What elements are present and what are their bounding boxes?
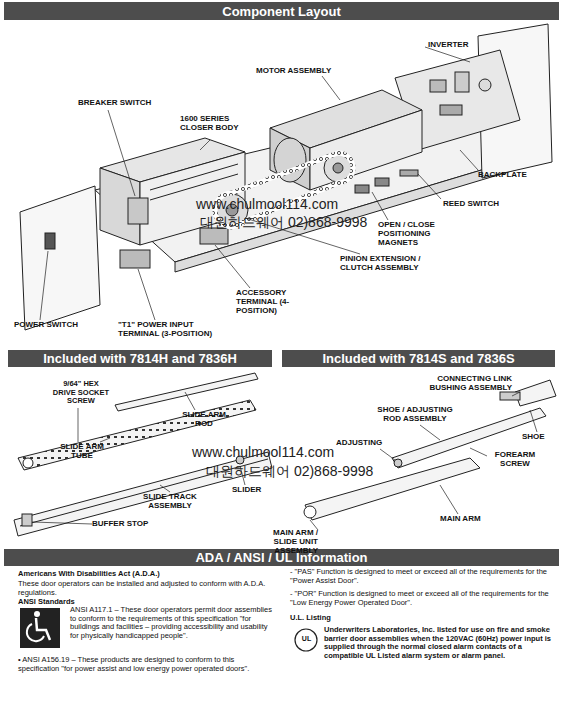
part-label: BREAKER SWITCH [78,98,158,107]
body-text: - "POR" Function is designed to meet or … [290,590,552,607]
body-text: Underwriters Laboratories, Inc. listed f… [324,626,556,661]
part-label: SLIDE TRACK ASSEMBLY [140,492,200,510]
part-label: 1600 SERIES CLOSER BODY [180,114,252,132]
section-header-band: Component Layout [4,2,559,20]
part-label: SLIDE ARM TUBE [60,442,104,460]
part-label: SLIDER [232,485,282,494]
part-label: REED SWITCH [443,199,513,208]
watermark: www.chulmool114.com [192,444,334,460]
part-label: FOREARM SCREW [487,450,543,468]
part-label: SHOE [522,432,558,441]
section-title: Included with 7814H and 7836H [43,351,237,366]
ul-logo [295,629,317,651]
body-text: - "PAS" Function is designed to meet or … [290,568,552,585]
logo-text: UL [299,635,314,643]
part-label: SHOE / ADJUSTING ROD ASSEMBLY [372,405,458,423]
part-label: POWER SWITCH [14,320,94,329]
section-title: Component Layout [222,4,340,19]
section-header-band: Included with 7814S and 7836S [282,350,555,367]
watermark: 대원하드웨어 02)868-9998 [200,214,367,230]
part-label: MAIN ARM [440,514,500,523]
watermark: 대원하드웨어 02)868-9998 [206,463,373,479]
part-label: SLIDE ARM ROD [176,410,232,428]
body-text: These door operators can be installed an… [18,580,276,597]
part-label: 9/64" HEX DRIVE SOCKET SCREW [52,380,110,406]
part-label: "T1" POWER INPUT TERMINAL (3-POSITION) [118,320,226,338]
part-label: CONNECTING LINK BUSHING ASSEMBLY [400,374,512,392]
part-label: MOTOR ASSEMBLY [256,66,336,75]
body-text: U.L. Listing [290,614,410,623]
part-label: PINION EXTENSION / CLUTCH ASSEMBLY [340,254,446,272]
power-switch-symbol [45,233,55,249]
accessibility-icon [20,608,60,648]
watermark: www.chulmool114.com [196,196,338,212]
part-label: BUFFER STOP [92,519,162,528]
section-title: Included with 7814S and 7836S [322,351,514,366]
part-label: MAIN ARM / SLIDE UNIT ASSEMBLY [260,528,318,556]
body-text: • ANSI A156.19 – These products are desi… [18,656,276,673]
body-text: Americans With Disabilities Act (A.D.A.) [18,570,278,579]
part-label: OPEN / CLOSE POSITIONING MAGNETS [378,220,442,248]
section-header-band: Included with 7814H and 7836H [8,350,272,367]
part-label: ACCESSORY TERMINAL (4-POSITION) [236,288,326,316]
body-text: ANSI A117.1 – These door operators permi… [70,606,276,641]
part-label: ADJUSTING [336,438,396,447]
part-label: INVERTER [428,40,498,49]
part-label: BACKPLATE [478,170,548,179]
